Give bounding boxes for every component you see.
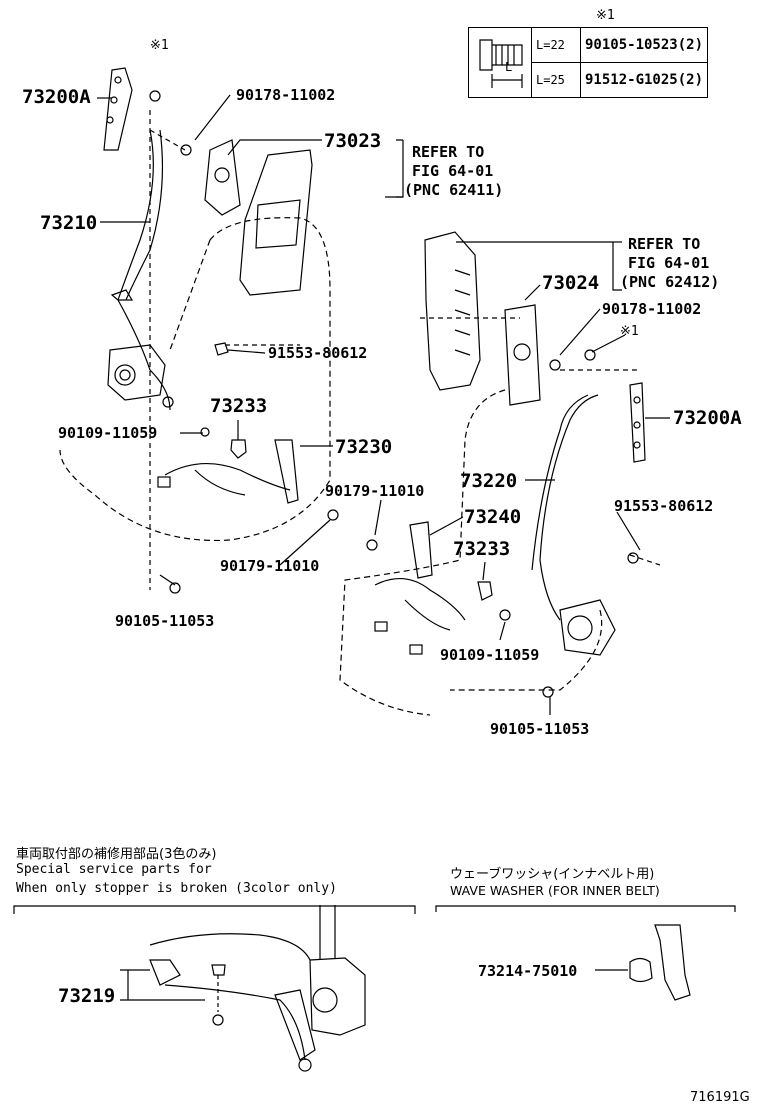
wave-title-en: WAVE WASHER (FOR INNER BELT) bbox=[450, 883, 660, 898]
left-stopper-73233 bbox=[230, 439, 247, 459]
table-length-1: L=22 bbox=[531, 27, 581, 63]
left-retractor bbox=[107, 344, 166, 401]
pillar-cover-73024 bbox=[504, 304, 541, 406]
part-73220: 73220 bbox=[460, 470, 518, 492]
part-73023: 73023 bbox=[324, 130, 382, 152]
refer-2-line3: (PNC 62412) bbox=[620, 273, 720, 291]
pillar-garnish-right bbox=[424, 231, 481, 391]
refer-1-line1: REFER TO bbox=[412, 143, 485, 161]
left-anchor-73200A bbox=[103, 67, 133, 151]
part-90178-left: 90178-11002 bbox=[236, 86, 336, 104]
part-73219: 73219 bbox=[58, 985, 116, 1007]
part-73024: 73024 bbox=[542, 272, 600, 294]
table-dim-label: L bbox=[505, 60, 513, 74]
right-anchor-73200A bbox=[629, 382, 646, 463]
pillar-cover-73023-upper bbox=[204, 139, 241, 216]
table-row: L=22 90105-10523(2) bbox=[468, 27, 709, 98]
pillar-cover-73023-lower bbox=[239, 149, 313, 296]
special-line2: When only stopper is broken (3color only… bbox=[16, 881, 337, 896]
part-90109-left: 90109-11059 bbox=[58, 424, 158, 442]
figure-id: 716191G bbox=[690, 1090, 750, 1105]
special-title-jp: 車両取付部の補修用部品(3色のみ) bbox=[16, 847, 217, 862]
part-90109-right: 90109-11059 bbox=[440, 646, 540, 664]
table-part-2: 91512-G1025(2) bbox=[579, 62, 709, 98]
refer-2-line1: REFER TO bbox=[628, 235, 701, 253]
right-stopper-73233 bbox=[477, 581, 493, 601]
right-retractor bbox=[559, 599, 616, 656]
left-buckle-73230 bbox=[274, 439, 299, 504]
refer-1-line2: FIG 64-01 bbox=[412, 162, 494, 180]
part-90179-left: 90179-11010 bbox=[220, 557, 320, 575]
part-90105-left: 90105-11053 bbox=[115, 612, 215, 630]
fastener-table: L=22 90105-10523(2) L=25 91512-G1025(2) bbox=[468, 27, 709, 98]
wave-title-jp: ウェーブワッシャ(インナベルト用) bbox=[450, 867, 655, 882]
left-seat-outline bbox=[59, 217, 331, 542]
part-73200A-left: 73200A bbox=[22, 86, 91, 108]
table-note-mark: ※1 bbox=[596, 8, 615, 23]
part-91553-right: 91553-80612 bbox=[614, 497, 714, 515]
part-90179-right: 90179-11010 bbox=[325, 482, 425, 500]
part-73233-left: 73233 bbox=[210, 395, 268, 417]
table-part-1: 90105-10523(2) bbox=[579, 27, 709, 63]
part-73210: 73210 bbox=[40, 212, 98, 234]
part-73240: 73240 bbox=[464, 506, 522, 528]
part-91553-left: 91553-80612 bbox=[268, 344, 368, 362]
note-mark-left: ※1 bbox=[150, 38, 169, 53]
part-73214: 73214-75010 bbox=[478, 962, 578, 980]
note-mark-right: ※1 bbox=[620, 324, 639, 339]
special-line1: Special service parts for bbox=[16, 862, 212, 877]
left-belt-73210 bbox=[117, 129, 171, 411]
special-box-bracket bbox=[13, 905, 416, 914]
part-90105-right: 90105-11053 bbox=[490, 720, 590, 738]
part-73230: 73230 bbox=[335, 436, 393, 458]
wave-washer-73214 bbox=[629, 957, 653, 983]
part-73200A-right: 73200A bbox=[673, 407, 742, 429]
part-73233-right: 73233 bbox=[453, 538, 511, 560]
stopper-73219-a bbox=[149, 959, 181, 986]
part-90178-right: 90178-11002 bbox=[602, 300, 702, 318]
right-buckle-73240 bbox=[409, 521, 433, 579]
table-row: L=25 91512-G1025(2) bbox=[469, 62, 709, 98]
table-bolt-figure bbox=[468, 27, 532, 98]
right-belt-73220 bbox=[531, 394, 599, 621]
wave-box-bracket bbox=[435, 905, 736, 912]
refer-2-line2: FIG 64-01 bbox=[628, 254, 710, 272]
stopper-73219-b bbox=[211, 964, 226, 976]
refer-1-line3: (PNC 62411) bbox=[404, 181, 504, 199]
table-length-2: L=25 bbox=[531, 62, 581, 98]
